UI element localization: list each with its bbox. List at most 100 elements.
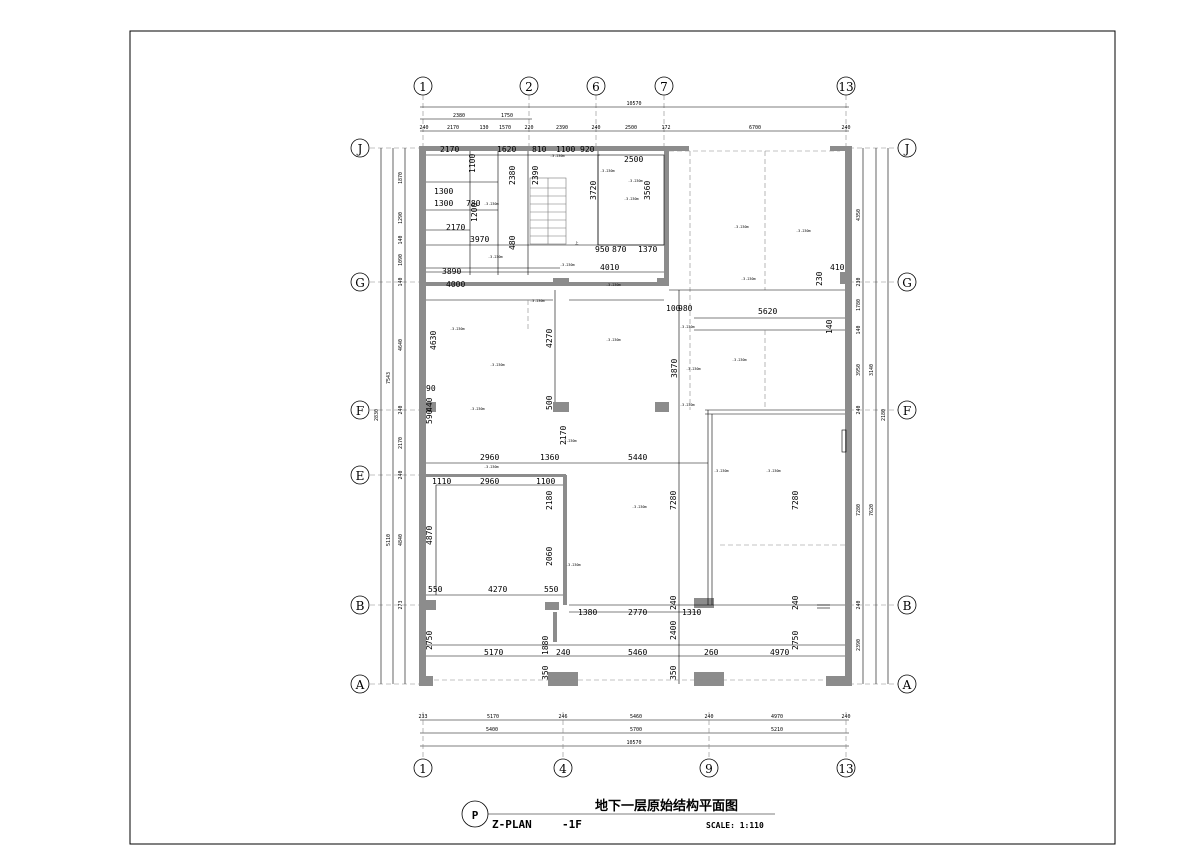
svg-text:-3.230m: -3.230m bbox=[560, 263, 575, 267]
svg-text:1780: 1780 bbox=[856, 299, 862, 311]
svg-text:780: 780 bbox=[466, 199, 481, 208]
svg-text:2390: 2390 bbox=[856, 639, 862, 651]
svg-text:240: 240 bbox=[856, 600, 862, 609]
svg-text:140: 140 bbox=[398, 277, 404, 286]
scale-label: SCALE: 1:110 bbox=[706, 821, 764, 830]
svg-text:260: 260 bbox=[704, 648, 719, 657]
svg-text:-3.230m: -3.230m bbox=[488, 255, 503, 259]
svg-text:4010: 4010 bbox=[600, 263, 619, 272]
svg-text:-3.230m: -3.230m bbox=[628, 179, 643, 183]
svg-text:7543: 7543 bbox=[386, 372, 392, 384]
axis-marker-bottom-9: 9 bbox=[699, 712, 719, 778]
svg-text:2770: 2770 bbox=[628, 608, 647, 617]
svg-text:1100: 1100 bbox=[468, 154, 477, 173]
svg-text:4970: 4970 bbox=[770, 648, 789, 657]
svg-text:550: 550 bbox=[428, 585, 443, 594]
svg-text:1310: 1310 bbox=[682, 608, 701, 617]
wall-left bbox=[419, 146, 426, 686]
bottom-dimension-lines: 233 5170 246 5460 240 4970 240 5400 5700… bbox=[418, 714, 851, 747]
svg-text:500: 500 bbox=[545, 395, 554, 410]
svg-text:4640: 4640 bbox=[398, 339, 404, 351]
svg-text:4840: 4840 bbox=[398, 534, 404, 546]
svg-text:350: 350 bbox=[541, 665, 550, 680]
svg-text:5700: 5700 bbox=[630, 727, 642, 733]
svg-text:2500: 2500 bbox=[625, 125, 637, 131]
title-block: P Z-PLAN -1F 地下一层原始结构平面图 SCALE: 1:110 bbox=[461, 798, 775, 831]
svg-text:920: 920 bbox=[580, 145, 595, 154]
sheet-border bbox=[129, 30, 1116, 845]
svg-text:410: 410 bbox=[830, 263, 845, 272]
svg-text:2750: 2750 bbox=[425, 631, 434, 650]
plan-badge-letter: P bbox=[472, 809, 479, 822]
svg-text:230: 230 bbox=[856, 277, 862, 286]
svg-text:1100: 1100 bbox=[556, 145, 575, 154]
svg-text:7280: 7280 bbox=[669, 491, 678, 510]
svg-text:6700: 6700 bbox=[749, 125, 761, 131]
axis-marker-right-G: G bbox=[849, 272, 917, 292]
svg-text:2170: 2170 bbox=[559, 426, 568, 445]
axis-marker-top-2: 2 bbox=[519, 76, 539, 148]
svg-text:140: 140 bbox=[825, 319, 834, 334]
svg-text:810: 810 bbox=[532, 145, 547, 154]
plan-code: Z-PLAN bbox=[492, 818, 532, 831]
svg-text:90: 90 bbox=[426, 384, 436, 393]
axis-marker-bottom-4: 4 bbox=[553, 712, 573, 778]
svg-text:F: F bbox=[903, 404, 911, 418]
axis-marker-top-1: 1 bbox=[413, 76, 433, 148]
svg-text:7620: 7620 bbox=[869, 504, 875, 516]
svg-text:7280: 7280 bbox=[791, 491, 800, 510]
svg-text:2960: 2960 bbox=[480, 477, 499, 486]
svg-text:4270: 4270 bbox=[545, 329, 554, 348]
svg-text:1090: 1090 bbox=[398, 254, 404, 266]
svg-text:1300: 1300 bbox=[434, 199, 453, 208]
column-f-1 bbox=[426, 402, 436, 412]
right-axis-markers: J G F B A bbox=[849, 138, 917, 694]
plan-title: 地下一层原始结构平面图 bbox=[595, 798, 738, 814]
axis-marker-top-7: 7 bbox=[654, 76, 674, 148]
svg-text:5400: 5400 bbox=[486, 727, 498, 733]
svg-text:220: 220 bbox=[524, 125, 533, 131]
svg-text:1620: 1620 bbox=[497, 145, 516, 154]
column-bottom-1 bbox=[419, 676, 433, 686]
svg-text:1870: 1870 bbox=[398, 172, 404, 184]
svg-text:1110: 1110 bbox=[432, 477, 451, 486]
svg-text:240: 240 bbox=[856, 405, 862, 414]
svg-text:980: 980 bbox=[678, 304, 693, 313]
svg-text:-3.230m: -3.230m bbox=[600, 169, 615, 173]
svg-text:-3.230m: -3.230m bbox=[530, 299, 545, 303]
interior-lines bbox=[426, 150, 847, 684]
column-bottom-4 bbox=[548, 672, 578, 686]
axis-marker-right-A: A bbox=[849, 674, 917, 694]
svg-text:240: 240 bbox=[556, 648, 571, 657]
svg-text:-3.230m: -3.230m bbox=[484, 465, 499, 469]
right-dimension-lines: 4350 230 1780 140 3950 240 7280 240 2390… bbox=[856, 148, 889, 684]
svg-text:350: 350 bbox=[669, 665, 678, 680]
elevation-labels: -3.230m -3.230m -3.230m -3.230m -3.230m … bbox=[450, 154, 811, 567]
svg-text:550: 550 bbox=[544, 585, 559, 594]
svg-text:-3.230m: -3.230m bbox=[686, 367, 701, 371]
svg-text:-3.230m: -3.230m bbox=[732, 358, 747, 362]
axis-marker-left-E: E bbox=[350, 465, 420, 485]
svg-text:-3.230m: -3.230m bbox=[566, 563, 581, 567]
svg-text:2400: 2400 bbox=[669, 621, 678, 640]
svg-text:A: A bbox=[902, 678, 912, 692]
svg-text:1360: 1360 bbox=[540, 453, 559, 462]
axis-marker-top-13: 13 bbox=[836, 76, 856, 148]
svg-text:240: 240 bbox=[791, 595, 800, 610]
svg-text:-3.230m: -3.230m bbox=[606, 338, 621, 342]
wall-top bbox=[419, 146, 689, 151]
svg-text:6: 6 bbox=[592, 80, 600, 94]
svg-text:2390: 2390 bbox=[556, 125, 568, 131]
svg-text:1880: 1880 bbox=[541, 636, 550, 655]
svg-text:3560: 3560 bbox=[643, 181, 652, 200]
svg-text:3970: 3970 bbox=[470, 235, 489, 244]
svg-text:4000: 4000 bbox=[446, 280, 465, 289]
svg-text:-3.230m: -3.230m bbox=[550, 154, 565, 158]
svg-text:-3.230m: -3.230m bbox=[766, 469, 781, 473]
svg-text:590: 590 bbox=[425, 409, 434, 424]
svg-text:4270: 4270 bbox=[488, 585, 507, 594]
column-b-9 bbox=[694, 598, 714, 608]
svg-text:2060: 2060 bbox=[545, 547, 554, 566]
beam-g bbox=[426, 282, 666, 286]
axis-marker-right-F: F bbox=[849, 400, 917, 420]
